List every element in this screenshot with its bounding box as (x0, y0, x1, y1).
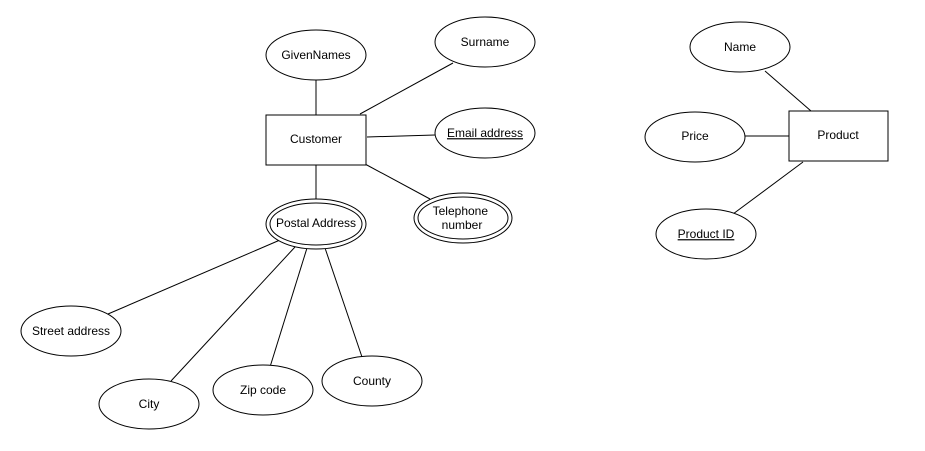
attribute-givennames-label: GivenNames (281, 48, 350, 62)
edge-product-name (764, 70, 812, 112)
edge-customer-telephone (364, 163, 431, 200)
attribute-zip-code-label: Zip code (240, 383, 286, 397)
attribute-product-id-label: Product ID (678, 227, 735, 241)
edge-postal-street (107, 239, 281, 315)
attribute-surname[interactable]: Surname (434, 16, 536, 68)
edge-customer-email (366, 134, 436, 138)
attribute-telephone-label: Telephone number (433, 204, 492, 232)
attribute-city-label: City (139, 397, 160, 411)
edge-postal-county (324, 247, 363, 358)
attribute-product-id-key[interactable]: Product ID (655, 208, 757, 260)
entity-customer-label: Customer (290, 132, 342, 146)
entity-product-label: Product (817, 128, 859, 142)
attribute-city[interactable]: City (98, 378, 200, 430)
edge-product-id (732, 161, 804, 215)
attribute-street-address[interactable]: Street address (20, 305, 122, 357)
attribute-zip-code[interactable]: Zip code (212, 364, 314, 416)
entity-product[interactable]: Product (788, 110, 889, 162)
attribute-email-address-label: Email address (447, 126, 523, 140)
attribute-postal-address-label: Postal Address (276, 216, 356, 230)
attribute-county[interactable]: County (321, 355, 423, 407)
attribute-price[interactable]: Price (644, 111, 746, 163)
attribute-givennames[interactable]: GivenNames (265, 29, 367, 81)
edge-postal-zip (269, 247, 308, 368)
attribute-email-address-key[interactable]: Email address (434, 107, 536, 159)
attribute-price-label: Price (681, 129, 709, 143)
relationship-lines (107, 62, 812, 382)
attribute-postal-address-multivalued[interactable]: Postal Address (265, 198, 367, 250)
attribute-product-name-label: Name (724, 40, 756, 54)
edge-customer-surname (359, 62, 454, 115)
attribute-product-name[interactable]: Name (689, 21, 791, 73)
attribute-street-address-label: Street address (32, 324, 110, 338)
attribute-telephone-line1: Telephone (433, 204, 489, 218)
attribute-county-label: County (353, 374, 391, 388)
attribute-telephone-multivalued[interactable]: Telephone number (413, 192, 513, 244)
attribute-telephone-line2: number (442, 218, 483, 232)
entity-customer[interactable]: Customer (265, 114, 367, 166)
attribute-surname-label: Surname (461, 35, 510, 49)
edge-postal-city (170, 246, 296, 382)
